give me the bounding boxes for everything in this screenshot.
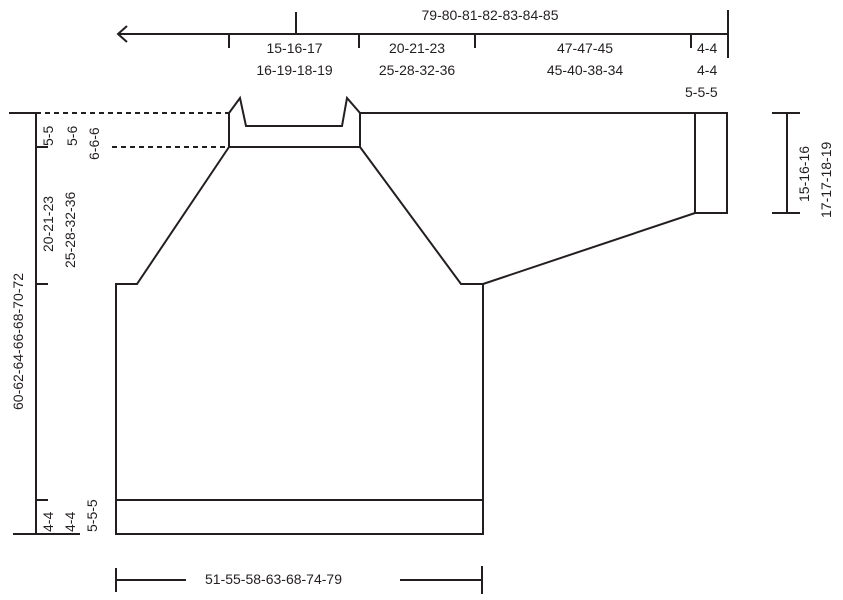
total-length-label: 60-62-64-66-68-70-72 — [10, 273, 26, 410]
rib-label-1: 4-4 — [40, 511, 56, 532]
body-outline — [115, 146, 484, 535]
sleeve-length-label-1: 47-47-45 — [556, 40, 614, 56]
neck-edge-label-3: 6-6-6 — [86, 127, 102, 160]
raglan-width-label-2: 25-28-32-36 — [378, 62, 456, 78]
cuff-label-2: 4-4 — [697, 62, 718, 78]
arrow-head-icon — [116, 25, 128, 43]
raglan-depth-label-2: 25-28-32-36 — [62, 191, 78, 268]
cuff-label-1: 4-4 — [697, 40, 718, 56]
neck-outline — [228, 95, 361, 147]
sleeve-length-label-2: 45-40-38-34 — [546, 62, 624, 78]
sleeve-outline — [360, 112, 728, 285]
rib-label-2: 4-4 — [62, 511, 78, 532]
total-width-label: 79-80-81-82-83-84-85 — [421, 7, 559, 23]
neck-edge-label: 5-5 — [40, 125, 56, 146]
raglan-depth-label-1: 20-21-23 — [40, 195, 56, 252]
cuff-label-3: 5-5-5 — [685, 84, 718, 100]
sleeve-width-label-1: 15-16-16 — [796, 145, 812, 202]
sleeve-width-label-2: 17-17-18-19 — [818, 141, 834, 218]
neck-edge-label-2: 5-6 — [64, 125, 80, 146]
neck-width-label-2: 16-19-18-19 — [256, 62, 333, 78]
neck-width-label-1: 15-16-17 — [266, 40, 323, 56]
body-width-label: 51-55-58-63-68-74-79 — [205, 571, 342, 587]
rib-label-3: 5-5-5 — [84, 499, 100, 532]
raglan-width-label-1: 20-21-23 — [388, 40, 446, 56]
